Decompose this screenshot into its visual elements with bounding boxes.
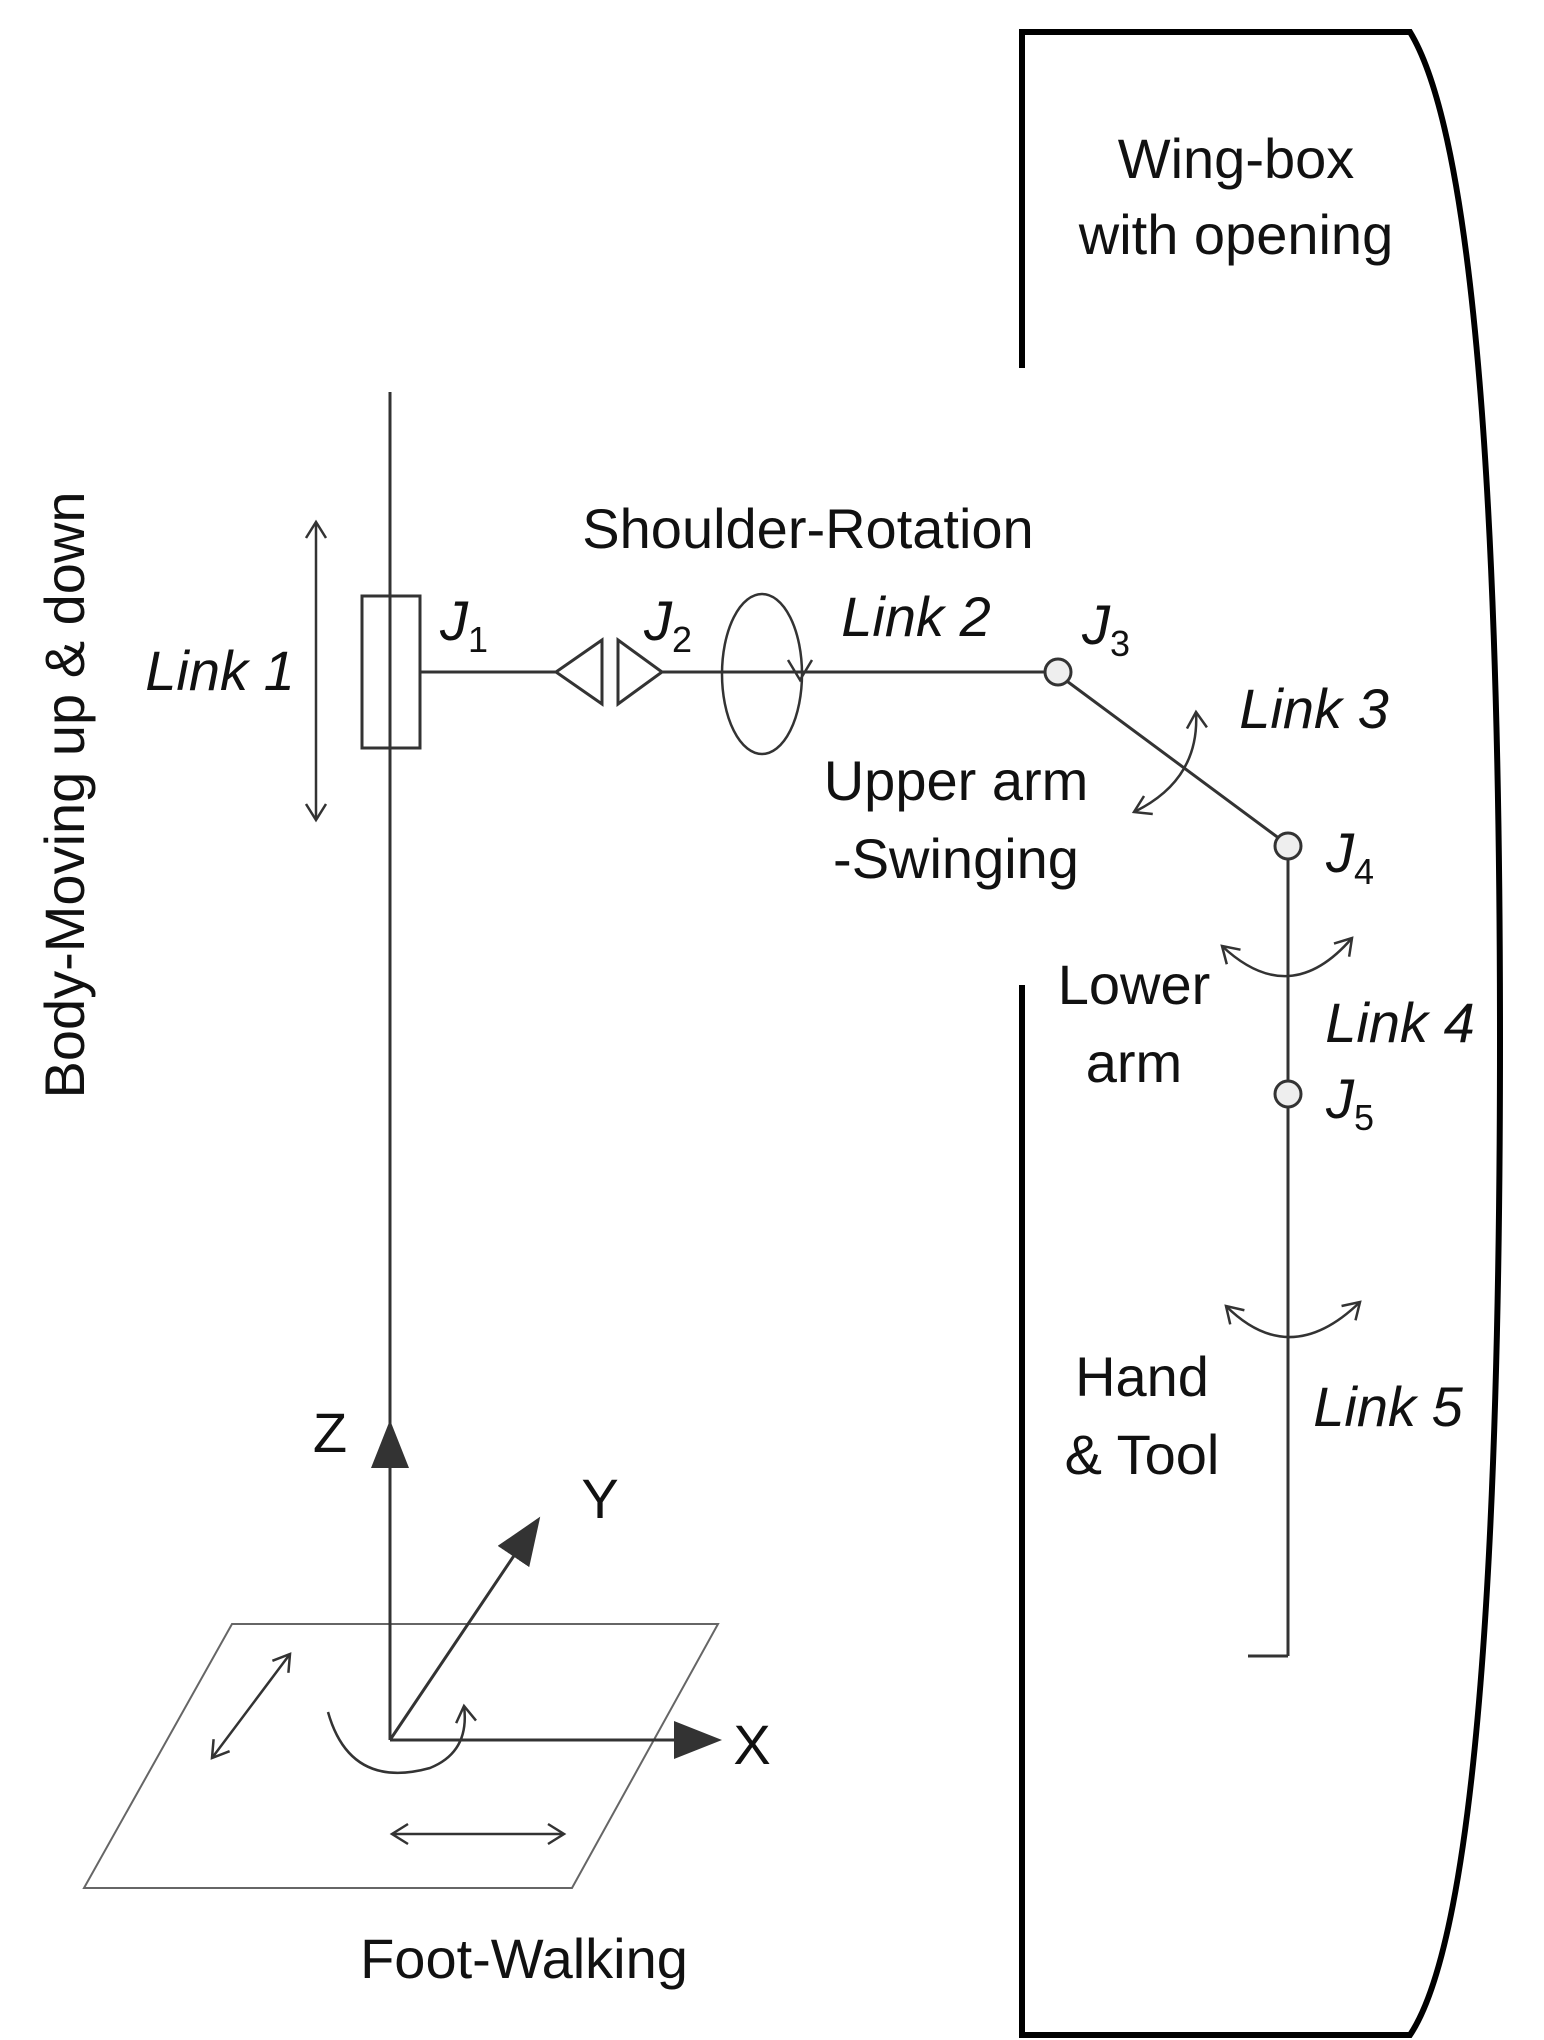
hand-tool-label-line2: & Tool xyxy=(1065,1423,1220,1486)
lower-arm-label-line2: arm xyxy=(1086,1031,1182,1094)
ground-plane xyxy=(82,1623,720,1889)
link3-label: Link 3 xyxy=(1239,677,1388,740)
hand-tool-label-line1: Hand xyxy=(1075,1345,1209,1408)
upper-arm-swing-arrow xyxy=(1131,709,1208,816)
link4-label: Link 4 xyxy=(1325,991,1474,1054)
hand-rotation-arrow xyxy=(1224,1300,1362,1339)
wingbox-label-line1: Wing-box xyxy=(1118,127,1355,190)
j5-label: J5 xyxy=(1325,1067,1374,1138)
wingbox-outline xyxy=(1019,29,1504,2038)
y-axis-arrow xyxy=(388,1516,541,1741)
j2-joint-left-triangle xyxy=(553,637,604,707)
j1-label: J1 xyxy=(439,589,488,660)
foot-rotation-arrow xyxy=(326,1703,477,1775)
link2-label: Link 2 xyxy=(841,585,990,648)
j4-label: J4 xyxy=(1325,821,1374,892)
link5-label: Link 5 xyxy=(1313,1375,1463,1438)
lower-arm-label-line1: Lower xyxy=(1058,953,1211,1016)
z-axis-label: Z xyxy=(313,1401,347,1464)
j3-label: J3 xyxy=(1081,593,1130,664)
body-label: Body-Moving up & down xyxy=(33,491,96,1098)
lower-arm-rotation-arrow xyxy=(1220,936,1354,978)
shoulder-rotation-arrowhead xyxy=(786,659,814,683)
j5-joint-circle xyxy=(1273,1079,1303,1109)
upper-arm-label-line2: -Swinging xyxy=(833,827,1079,890)
shoulder-rotation-ellipse xyxy=(720,592,804,756)
y-axis-label: Y xyxy=(581,1467,618,1530)
x-axis-label: X xyxy=(733,1713,770,1776)
j3-joint-circle xyxy=(1043,657,1073,687)
foot-label: Foot-Walking xyxy=(360,1927,688,1990)
walk-diagonal-arrow xyxy=(210,1652,292,1760)
wingbox-label-line2: with opening xyxy=(1078,203,1393,266)
link1-label: Link 1 xyxy=(145,639,294,702)
j4-joint-circle xyxy=(1273,831,1303,861)
j2-joint-right-triangle xyxy=(616,637,665,707)
upper-arm-label-line1: Upper arm xyxy=(824,749,1089,812)
shoulder-label: Shoulder-Rotation xyxy=(582,497,1033,560)
j2-label: J2 xyxy=(643,589,692,660)
